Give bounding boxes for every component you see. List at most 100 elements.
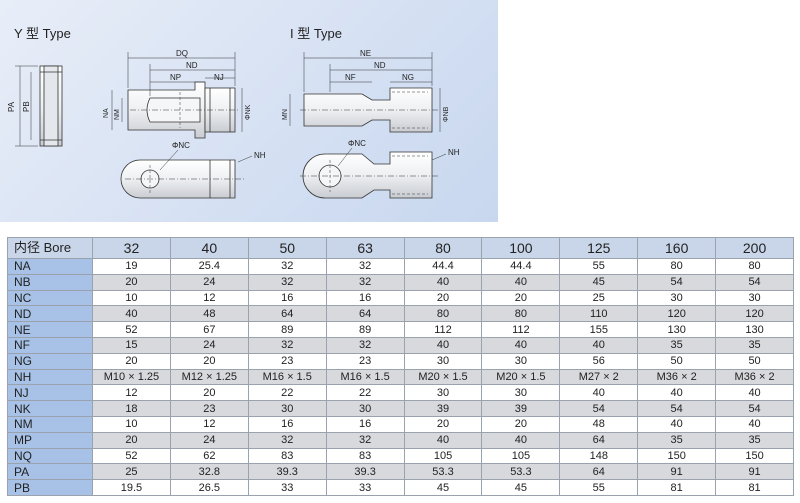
table-cell: 16	[325, 415, 405, 433]
table-cell: 64	[325, 305, 405, 323]
table-cell: 40	[715, 384, 795, 402]
table-cell: 83	[325, 447, 405, 465]
table-cell: M16 × 1.5	[325, 368, 405, 386]
table-cell: 32	[247, 431, 327, 449]
i-dimension-lines	[289, 52, 441, 132]
table-cell: 35	[637, 431, 717, 449]
table-cell: 30	[637, 289, 717, 307]
i-top-view	[300, 147, 447, 199]
table-cell: 30	[403, 384, 483, 402]
table-cell: 48	[559, 415, 639, 433]
table-cell: 12	[169, 289, 249, 307]
table-cell: 30	[247, 400, 327, 417]
table-cell: 33	[325, 479, 405, 496]
header-bore: 63	[325, 237, 405, 259]
technical-drawing: Y 型 Type I 型 Type PA PB	[0, 0, 498, 222]
row-label: ND	[7, 305, 93, 323]
table-cell: 45	[559, 273, 639, 291]
table-cell: 81	[715, 479, 795, 496]
table-cell: 54	[559, 400, 639, 417]
row-label: NH	[7, 368, 93, 386]
table-cell: 120	[637, 305, 717, 323]
table-cell: 45	[481, 479, 561, 496]
table-cell: 148	[559, 447, 639, 465]
table-cell: 40	[637, 384, 717, 402]
i-front-view	[300, 87, 440, 133]
table-cell: 30	[481, 352, 561, 370]
table-cell: 20	[403, 289, 483, 307]
table-cell: 50	[715, 352, 795, 370]
table-cell: 54	[637, 400, 717, 417]
table-cell: 30	[325, 400, 405, 417]
table-cell: 48	[169, 305, 249, 323]
table-cell: 35	[715, 431, 795, 449]
table-cell: 30	[403, 352, 483, 370]
table-cell: 89	[247, 321, 327, 338]
header-bore: 125	[559, 237, 639, 259]
table-cell: M20 × 1.5	[403, 368, 483, 386]
table-cell: M36 × 2	[715, 368, 795, 386]
table-cell: 105	[403, 447, 483, 465]
table-cell: 40	[403, 336, 483, 354]
table-cell: 40	[481, 273, 561, 291]
drawing-svg: Y 型 Type I 型 Type PA PB	[7, 26, 460, 199]
row-label: MP	[7, 431, 93, 449]
header-bore-label: 内径 Bore	[7, 237, 93, 259]
row-label: NM	[7, 415, 93, 433]
table-cell: 24	[169, 273, 249, 291]
table-cell: 20	[92, 273, 171, 291]
table-cell: 54	[715, 273, 795, 291]
table-cell: 20	[481, 289, 561, 307]
table-cell: 24	[169, 431, 249, 449]
table-cell: M27 × 2	[559, 368, 639, 386]
table-cell: 10	[92, 289, 171, 307]
table-cell: 44.4	[403, 258, 483, 275]
label-nj: NJ	[214, 73, 224, 82]
specification-table: 内径 Bore 32 40 50 63 80 100 125 160 200 N…	[7, 237, 795, 496]
table-cell: 120	[715, 305, 795, 323]
table-cell: 12	[169, 415, 249, 433]
table-cell: 53.3	[403, 463, 483, 481]
table-cell: 16	[247, 415, 327, 433]
label-nm: NM	[114, 109, 121, 120]
table-cell: 67	[169, 321, 249, 338]
table-cell: 16	[247, 289, 327, 307]
table-cell: 20	[169, 352, 249, 370]
table-cell: 52	[92, 447, 171, 465]
table-cell: 39.3	[247, 463, 327, 481]
table-cell: 24	[169, 336, 249, 354]
table-cell: 32	[247, 273, 327, 291]
label-pa: PA	[7, 101, 16, 112]
table-cell: 44.4	[481, 258, 561, 275]
table-cell: 40	[403, 273, 483, 291]
table-cell: 20	[169, 384, 249, 402]
table-cell: 80	[637, 258, 717, 275]
row-label: NC	[7, 289, 93, 307]
table-cell: 25.4	[169, 258, 249, 275]
table-cell: 40	[559, 336, 639, 354]
table-cell: 52	[92, 321, 171, 338]
header-bore: 100	[481, 237, 561, 259]
table-cell: 45	[403, 479, 483, 496]
header-bore: 50	[247, 237, 327, 259]
row-label: NE	[7, 321, 93, 338]
label-nb: ΦNB	[443, 106, 450, 122]
table-cell: 91	[715, 463, 795, 481]
table-cell: M20 × 1.5	[481, 368, 561, 386]
table-cell: 30	[715, 289, 795, 307]
row-label: NK	[7, 400, 93, 417]
row-label: NG	[7, 352, 93, 370]
table-cell: 150	[637, 447, 717, 465]
label-i-nh: NH	[448, 148, 460, 157]
table-cell: 10	[92, 415, 171, 433]
